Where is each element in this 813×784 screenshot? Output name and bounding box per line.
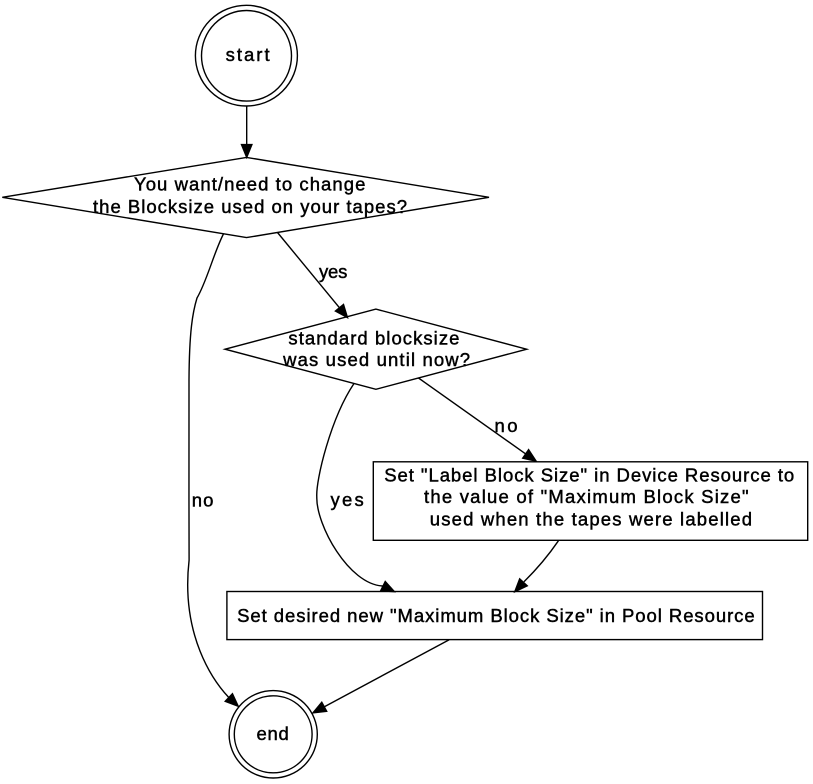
svg-text:Set "Label Block Size" in Devi: Set "Label Block Size" in Device Resourc…	[384, 465, 794, 486]
svg-text:no: no	[192, 489, 214, 510]
svg-text:the value of "Maximum Block Si: the value of "Maximum Block Size"	[424, 486, 749, 507]
svg-text:was used until now?: was used until now?	[282, 349, 470, 370]
svg-text:used when the tapes were label: used when the tapes were labelled	[430, 508, 752, 529]
svg-text:the Blocksize used on your tap: the Blocksize used on your tapes?	[93, 196, 407, 217]
svg-text:standard blocksize: standard blocksize	[288, 327, 459, 348]
svg-text:end: end	[256, 723, 288, 744]
svg-text:yes: yes	[319, 261, 347, 282]
svg-text:yes: yes	[330, 489, 363, 510]
svg-text:Set desired new "Maximum Block: Set desired new "Maximum Block Size" in …	[237, 605, 755, 626]
svg-text:start: start	[226, 44, 270, 65]
svg-text:You want/need to change: You want/need to change	[134, 174, 365, 195]
